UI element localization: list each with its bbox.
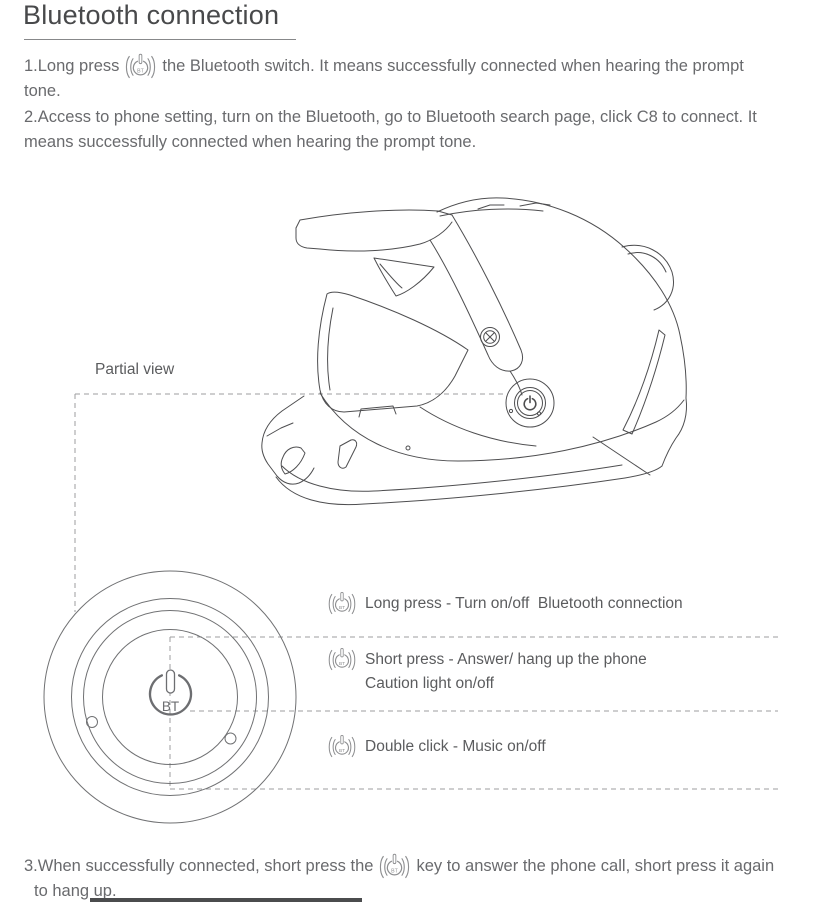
step3-text-line2: to hang up. — [34, 882, 117, 900]
bt-power-icon — [328, 591, 356, 615]
instruction-step-1: 1.Long press the Bluetooth switch. It me… — [24, 53, 744, 104]
legend-long-press-text: Long press - Turn on/off Bluetooth conne… — [365, 595, 683, 612]
bt-power-icon — [328, 734, 356, 758]
instruction-step-3: 3.When successfully connected, short pre… — [24, 853, 775, 904]
legend-row-long-press: Long press - Turn on/off Bluetooth conne… — [327, 590, 683, 618]
button-led-dot — [224, 732, 237, 745]
legend-caution-light-text: Caution light on/off — [365, 675, 494, 692]
button-detail-view: BT — [43, 570, 297, 824]
step3-text-suffix: key to answer the phone call, short pres… — [416, 857, 775, 875]
bt-button-label: BT — [162, 699, 179, 714]
legend-row-short-press: Short press - Answer/ hang up the phone … — [327, 646, 647, 696]
step1-text-line2: tone. — [24, 82, 61, 100]
bt-power-icon — [126, 53, 156, 78]
partial-view-label: Partial view — [95, 361, 175, 378]
page-title: Bluetooth connection — [23, 0, 280, 30]
bt-power-icon — [328, 647, 356, 671]
legend-row-double-click: Double click - Music on/off — [327, 733, 546, 761]
title-underline — [24, 39, 296, 40]
button-led-dot — [86, 716, 98, 728]
bt-power-glyph — [148, 669, 193, 716]
step2-text-line1: 2.Access to phone setting, turn on the B… — [24, 108, 757, 126]
legend-double-click-text: Double click - Music on/off — [365, 738, 546, 755]
instruction-step-2: 2.Access to phone setting, turn on the B… — [24, 105, 757, 155]
step1-text-prefix: 1.Long press — [24, 57, 120, 75]
helmet-illustration — [261, 197, 687, 506]
visor-screw-icon — [480, 327, 500, 347]
step2-text-line2: means successfully connected when hearin… — [24, 133, 477, 151]
step1-text-suffix: the Bluetooth switch. It means successfu… — [162, 57, 744, 75]
bt-power-icon — [380, 853, 410, 878]
legend-short-press-text: Short press - Answer/ hang up the phone — [365, 651, 647, 668]
next-section-bar — [90, 898, 362, 902]
step3-text-prefix: 3.When successfully connected, short pre… — [24, 857, 374, 875]
helmet-power-button — [505, 378, 555, 428]
